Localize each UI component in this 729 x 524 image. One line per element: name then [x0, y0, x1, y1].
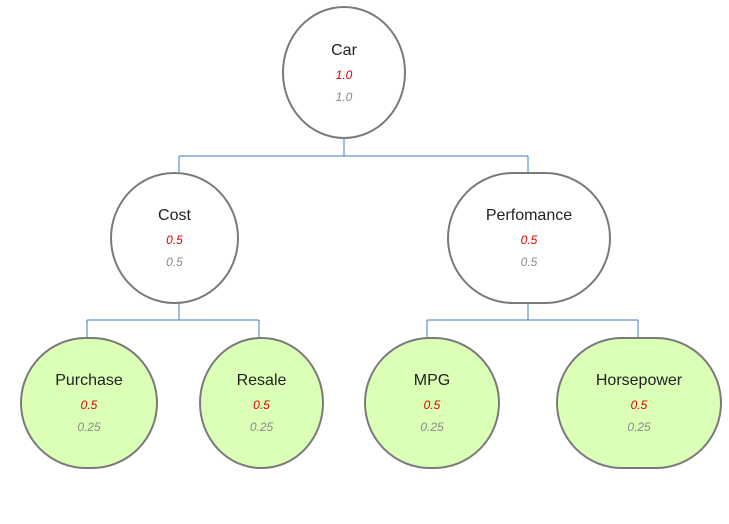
node-global-weight: 0.25: [420, 420, 444, 434]
node-global-weight: 0.5: [166, 255, 183, 269]
node-local-weight: 0.5: [166, 233, 183, 247]
node-label: Car: [331, 41, 357, 59]
node-global-weight: 0.25: [77, 420, 101, 434]
node-mpg[interactable]: MPG 0.5 0.25: [364, 337, 500, 469]
node-resale[interactable]: Resale 0.5 0.25: [199, 337, 324, 469]
node-horsepower[interactable]: Horsepower 0.5 0.25: [556, 337, 722, 469]
node-label: Perfomance: [485, 207, 573, 224]
node-label: Cost: [158, 207, 191, 224]
node-local-weight: 1.0: [335, 67, 353, 82]
node-label: MPG: [413, 372, 451, 389]
node-purchase[interactable]: Purchase 0.5 0.25: [20, 337, 158, 469]
node-performance[interactable]: Perfomance 0.5 0.5: [447, 172, 611, 304]
node-label: Purchase: [55, 372, 123, 389]
node-global-weight: 0.25: [627, 420, 651, 434]
node-local-weight: 0.5: [423, 398, 441, 412]
node-label: Resale: [236, 372, 287, 389]
node-local-weight: 0.5: [630, 398, 648, 412]
node-label: Horsepower: [595, 372, 683, 389]
node-global-weight: 1.0: [335, 89, 353, 104]
node-local-weight: 0.5: [253, 398, 270, 412]
node-local-weight: 0.5: [520, 233, 538, 247]
node-local-weight: 0.5: [80, 398, 98, 412]
node-car[interactable]: Car 1.0 1.0: [282, 6, 406, 139]
node-global-weight: 0.5: [520, 255, 538, 269]
node-global-weight: 0.25: [249, 420, 274, 434]
node-cost[interactable]: Cost 0.5 0.5: [110, 172, 239, 304]
